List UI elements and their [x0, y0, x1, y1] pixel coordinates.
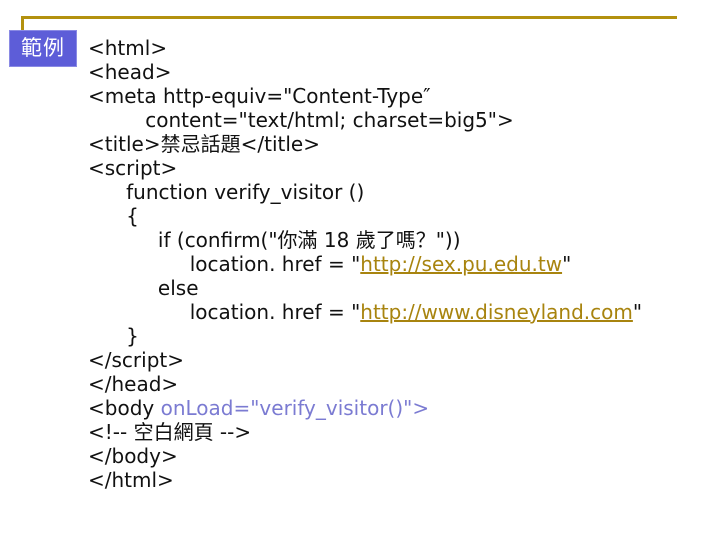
- code-line: {: [88, 204, 642, 228]
- code-text: <html>: [88, 36, 168, 60]
- attribute-text: onLoad="verify_visitor()">: [160, 396, 430, 420]
- code-line: function verify_visitor (): [88, 180, 642, 204]
- code-line: </body>: [88, 444, 642, 468]
- code-line: else: [88, 276, 642, 300]
- code-text: ": [562, 252, 572, 276]
- code-line: <script>: [88, 156, 642, 180]
- example-label: 範例: [9, 30, 77, 67]
- code-line: <head>: [88, 60, 642, 84]
- code-line: </html>: [88, 468, 642, 492]
- code-text: </html>: [88, 468, 174, 492]
- accent-line-vertical: [21, 16, 24, 32]
- code-text: content="text/html; charset=big5">: [88, 108, 514, 132]
- code-line: </head>: [88, 372, 642, 396]
- code-text: <head>: [88, 60, 172, 84]
- code-block: <html><head><meta http-equiv="Content-Ty…: [88, 36, 642, 492]
- code-line: <meta http-equiv="Content-Type″: [88, 84, 642, 108]
- code-line: location. href = "http://www.disneyland.…: [88, 300, 642, 324]
- hyperlink[interactable]: http://www.disneyland.com: [360, 300, 633, 324]
- code-text: </head>: [88, 372, 179, 396]
- code-text: <script>: [88, 156, 178, 180]
- code-text: else: [88, 276, 199, 300]
- code-text: function verify_visitor (): [88, 180, 365, 204]
- code-text: <body: [88, 396, 161, 420]
- code-text: <!-- 空白網頁 -->: [88, 420, 252, 444]
- code-line: location. href = "http://sex.pu.edu.tw": [88, 252, 642, 276]
- code-text: if (confirm("你滿 18 歲了嗎？")): [88, 228, 461, 252]
- code-text: location. href = ": [88, 300, 361, 324]
- accent-line-horizontal: [21, 16, 677, 19]
- code-line: if (confirm("你滿 18 歲了嗎？")): [88, 228, 642, 252]
- code-text: </script>: [88, 348, 184, 372]
- code-line: <title>禁忌話題</title>: [88, 132, 642, 156]
- code-text: <title>禁忌話題</title>: [88, 132, 320, 156]
- code-text: }: [88, 324, 139, 348]
- code-line: </script>: [88, 348, 642, 372]
- code-line: <body onLoad="verify_visitor()">: [88, 396, 642, 420]
- code-line: <html>: [88, 36, 642, 60]
- code-text: </body>: [88, 444, 178, 468]
- code-text: <meta http-equiv="Content-Type″: [88, 84, 431, 108]
- code-line: <!-- 空白網頁 -->: [88, 420, 642, 444]
- hyperlink[interactable]: http://sex.pu.edu.tw: [360, 252, 563, 276]
- code-line: }: [88, 324, 642, 348]
- code-line: content="text/html; charset=big5">: [88, 108, 642, 132]
- code-text: location. href = ": [88, 252, 361, 276]
- code-text: {: [88, 204, 139, 228]
- code-text: ": [632, 300, 643, 324]
